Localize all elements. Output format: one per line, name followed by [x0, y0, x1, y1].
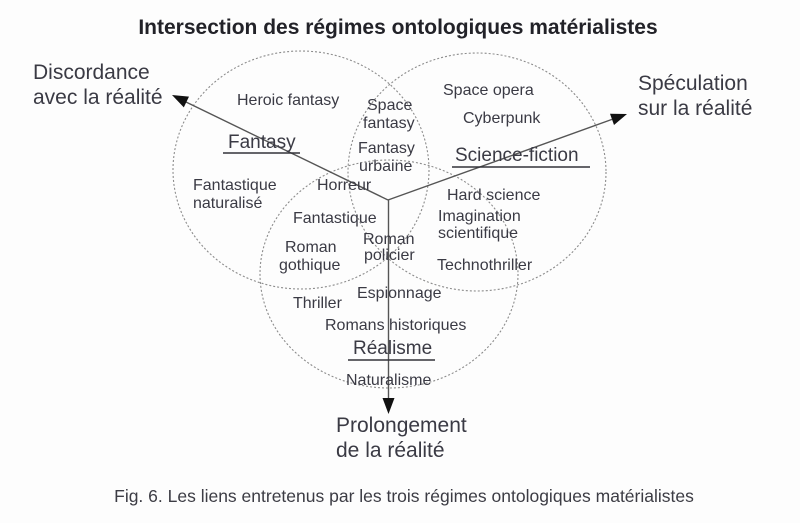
genre-space-fantasy: Space fantasy [363, 97, 415, 132]
axis-prolongement-line2: de la réalité [336, 439, 445, 462]
genre-fantasy-urbaine: Fantasy urbaine [358, 140, 415, 175]
figure-caption: Fig. 6. Les liens entretenus par les tro… [114, 486, 694, 506]
genre-cyberpunk: Cyberpunk [463, 110, 541, 127]
axis-speculation-line1: Spéculation [638, 72, 748, 95]
genre-imagination-scientifique-line1: Imagination [438, 208, 521, 225]
genre-horreur: Horreur [317, 177, 372, 194]
axis-discordance-line1: Discordance [33, 61, 150, 84]
genre-space-fantasy-line2: fantasy [363, 115, 415, 132]
genre-roman-gothique: Roman gothique [279, 239, 340, 274]
arrowhead-down-icon [382, 398, 395, 414]
regime-realisme-label: Réalisme [353, 338, 432, 359]
regime-fantasy-label: Fantasy [228, 132, 296, 153]
axis-prolongement-line1: Prolongement [336, 414, 467, 437]
genre-roman-policier-line2: policier [364, 247, 415, 264]
genre-fantasy-urbaine-line2: urbaine [359, 158, 412, 175]
genre-thriller: Thriller [293, 295, 343, 312]
axis-speculation-line2: sur la réalité [638, 97, 752, 120]
regime-science-fiction-label: Science-fiction [455, 145, 579, 166]
genre-imagination-scientifique: Imagination scientifique [438, 208, 521, 242]
genre-naturalisme: Naturalisme [346, 372, 431, 389]
genre-fantasy-urbaine-line1: Fantasy [358, 140, 415, 157]
axis-discordance-line2: avec la réalité [33, 86, 163, 109]
axis-speculation-label: Spéculation sur la réalité [638, 72, 752, 120]
genre-heroic-fantasy: Heroic fantasy [237, 92, 339, 109]
genre-space-fantasy-line1: Space [367, 97, 412, 114]
genre-hard-science: Hard science [447, 187, 540, 204]
genre-roman-policier-line1: Roman [363, 231, 415, 248]
arrowhead-left-icon [172, 95, 189, 108]
genre-roman-policier: Roman policier [363, 231, 415, 264]
genre-fantastique-naturalise-line1: Fantastique [193, 177, 277, 194]
genre-romans-historiques: Romans historiques [325, 317, 466, 334]
genre-roman-gothique-line1: Roman [285, 239, 337, 256]
regime-fantasy: Fantasy [223, 132, 300, 154]
genre-imagination-scientifique-line2: scientifique [438, 225, 518, 242]
regime-science-fiction: Science-fiction [452, 145, 590, 168]
genre-fantastique: Fantastique [293, 210, 377, 227]
arrow-speculation [387, 113, 627, 201]
arrowhead-right-icon [610, 113, 627, 125]
genre-espionnage: Espionnage [357, 285, 442, 302]
science-fiction-circle [347, 52, 607, 292]
axis-discordance-label: Discordance avec la réalité [33, 61, 163, 109]
fantasy-circle [172, 50, 430, 290]
axis-prolongement-label: Prolongement de la réalité [336, 414, 467, 462]
regime-realisme: Réalisme [348, 338, 435, 361]
realisme-circle [259, 159, 519, 389]
genre-technothriller: Technothriller [437, 257, 533, 274]
arrow-prolongement [382, 200, 395, 414]
arrow-discordance [172, 95, 389, 201]
genre-fantastique-naturalise: Fantastique naturalisé [193, 177, 277, 212]
genre-fantastique-naturalise-line2: naturalisé [193, 195, 262, 212]
genre-space-opera: Space opera [443, 82, 534, 99]
diagram-title: Intersection des régimes ontologiques ma… [138, 16, 657, 39]
genre-roman-gothique-line2: gothique [279, 257, 340, 274]
